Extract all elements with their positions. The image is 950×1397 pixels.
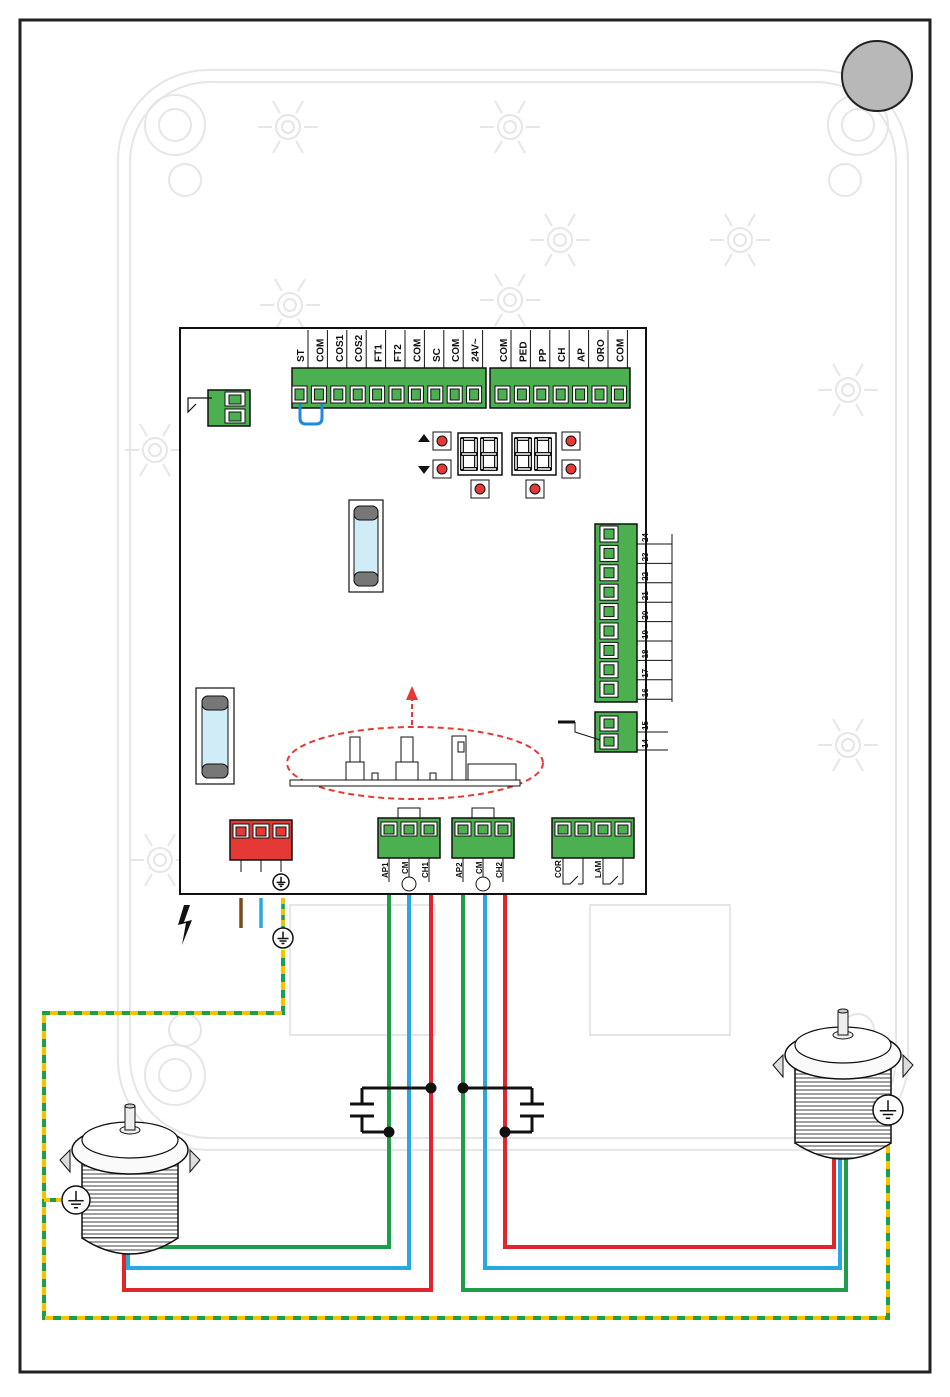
fuse-accessories: [349, 500, 383, 592]
top-terminal-label: AP: [577, 348, 588, 362]
fuse-line: [196, 688, 234, 784]
button-enter-left[interactable]: [471, 480, 489, 498]
label-ch1: CH1: [421, 861, 430, 878]
side-terminal-number: 22: [641, 571, 650, 580]
top-terminal-label: COM: [315, 339, 326, 362]
side-terminal-number: 17: [641, 668, 650, 677]
side-terminal-number: 19: [641, 630, 650, 639]
top-terminal-label: COM: [615, 339, 626, 362]
side-terminal-number: 15: [641, 721, 650, 730]
label-ch2: CH2: [495, 861, 504, 878]
side-terminal-number: 23: [641, 552, 650, 561]
top-terminal-label: FT2: [393, 344, 404, 362]
top-terminal-label: FT1: [374, 344, 385, 362]
status-indicator-circle: [842, 41, 912, 111]
top-terminal-label: COS1: [335, 334, 346, 362]
side-terminal-number: 18: [641, 649, 650, 658]
side-terminal-number: 20: [641, 610, 650, 619]
label-ap2: AP2: [455, 862, 464, 878]
label-cor: COR: [554, 860, 563, 878]
button-enter-right[interactable]: [526, 480, 544, 498]
top-terminal-label: ORO: [596, 339, 607, 362]
top-terminal-label: CH: [557, 348, 568, 362]
top-terminal-label: COS2: [354, 334, 365, 362]
side-terminal-number: 14: [641, 739, 650, 748]
top-terminal-block: [292, 368, 630, 408]
earth-icon-motor-right: [873, 1095, 903, 1125]
label-ap1: AP1: [381, 862, 390, 878]
top-terminal-label: 24V~: [471, 338, 482, 362]
label-lam: LAM: [594, 860, 603, 878]
label-cm1: CM: [401, 861, 410, 874]
side-terminal-number: 16: [641, 688, 650, 697]
top-terminal-label: COM: [451, 339, 462, 362]
top-terminal-label: SC: [432, 348, 443, 362]
side-terminal-number: 21: [641, 591, 650, 600]
top-terminal-label: PP: [538, 348, 549, 362]
top-terminal-label: COM: [412, 339, 423, 362]
earth-icon-motor-left: [62, 1186, 90, 1214]
top-terminal-label: ST: [296, 349, 307, 362]
top-terminal-label: PED: [518, 341, 529, 362]
button-side-2[interactable]: [562, 460, 580, 478]
button-side-1[interactable]: [562, 432, 580, 450]
earth-icon-board: [273, 874, 289, 890]
button-down[interactable]: [433, 460, 451, 478]
label-cm2: CM: [475, 861, 484, 874]
top-terminal-label: COM: [499, 339, 510, 362]
side-terminal-number: 24: [641, 533, 650, 542]
button-up[interactable]: [433, 432, 451, 450]
